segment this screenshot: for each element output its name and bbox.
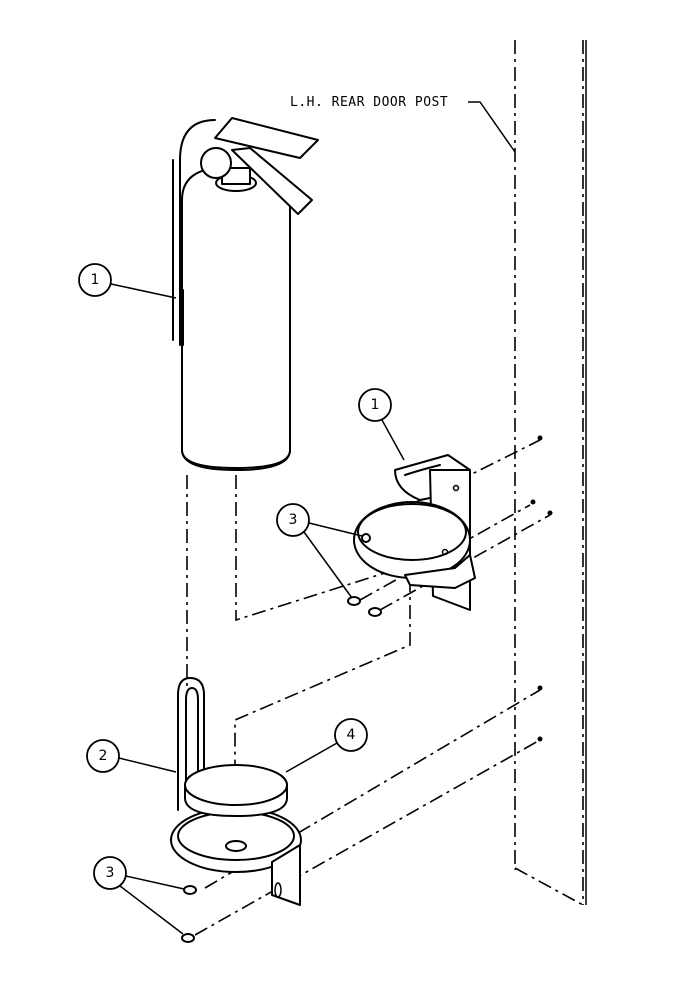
base-mount (170, 677, 302, 906)
callout-bracket-screws: 3 (276, 503, 363, 599)
base-screws (181, 685, 543, 943)
pad (184, 764, 288, 817)
door-post-leader (468, 101, 516, 153)
callout-number: 1 (91, 272, 100, 288)
callout-number: 3 (289, 512, 298, 528)
fire-extinguisher (172, 117, 319, 471)
callout-pad: 4 (285, 718, 368, 773)
callout-number: 1 (371, 397, 380, 413)
door-post (514, 40, 587, 906)
bracket-screws (347, 435, 553, 617)
callout-extinguisher: 1 (78, 263, 177, 299)
callout-bracket: 1 (358, 388, 405, 461)
callout-number: 2 (99, 748, 108, 764)
extinguisher-bracket (353, 454, 476, 611)
door-post-label: L.H. REAR DOOR POST (290, 95, 448, 110)
assembly-centerlines (186, 439, 551, 936)
callout-number: 3 (106, 865, 115, 881)
callout-base-screws: 3 (93, 856, 185, 935)
door-post-label-group: L.H. REAR DOOR POST (290, 95, 516, 153)
callout-base-mount: 2 (86, 739, 177, 773)
callout-number: 4 (347, 727, 356, 743)
